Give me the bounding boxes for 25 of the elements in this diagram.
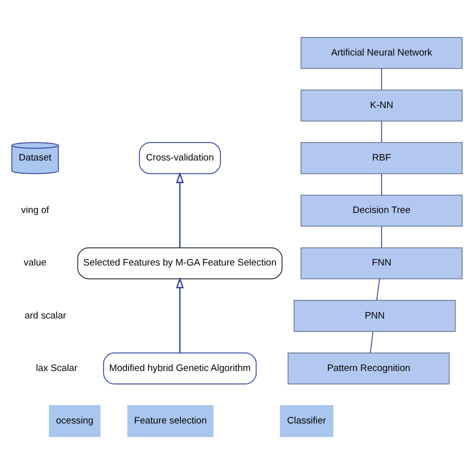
connector <box>381 226 382 248</box>
label: lax Scalar <box>36 362 78 374</box>
connector <box>370 331 374 354</box>
node-box: RBF <box>300 142 463 174</box>
label: ocessing <box>56 415 94 426</box>
node-box: FNN <box>300 247 463 280</box>
label: value <box>24 258 46 269</box>
node-box: Modified hybrid Genetic Algorithm <box>103 352 257 384</box>
connector <box>381 173 382 196</box>
label: ving of <box>21 205 50 216</box>
node-box: K-NN <box>300 90 463 122</box>
connector <box>381 120 382 143</box>
node-box: Artificial Neural Network <box>300 37 463 69</box>
node-box: Selected Features by M-GA Feature Selection <box>77 247 282 280</box>
node-box: Pattern Recognition <box>288 352 450 384</box>
arrow <box>176 277 184 353</box>
connector <box>376 278 380 301</box>
arrow <box>176 172 184 248</box>
node-box: PNN <box>294 300 456 332</box>
node-box: Decision Tree <box>300 194 463 227</box>
node-box: Cross-validation <box>138 142 221 174</box>
connector <box>381 68 382 90</box>
label: Classifier <box>287 415 326 426</box>
label: ard scalar <box>24 310 66 322</box>
label: Feature selection <box>134 415 207 426</box>
